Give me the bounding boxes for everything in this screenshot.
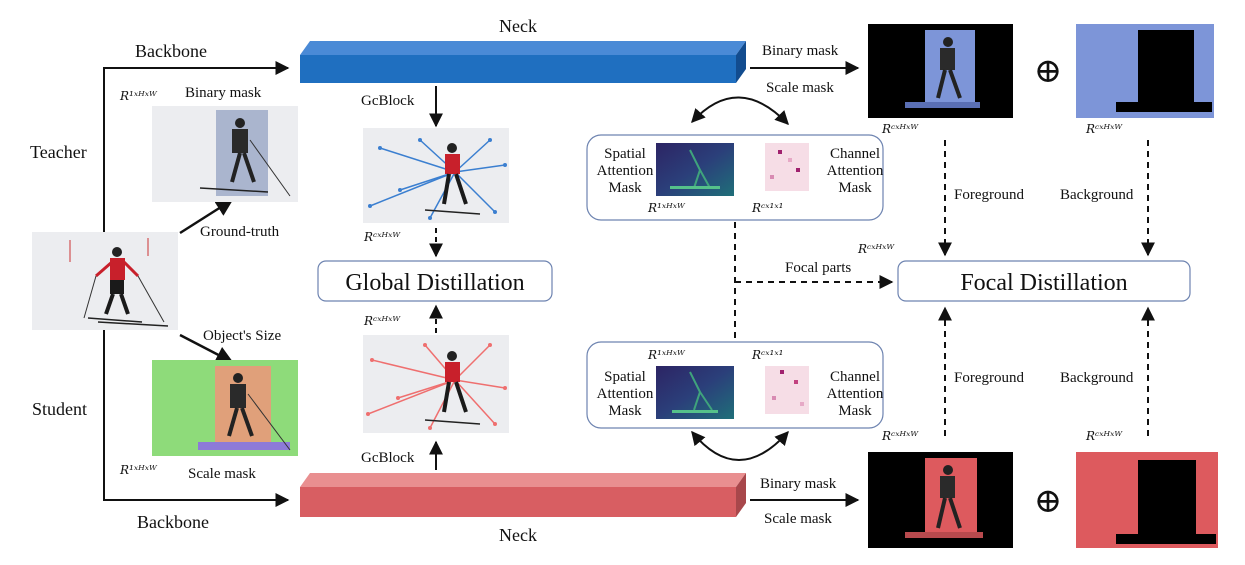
left-flow-lines [103,61,290,507]
backbone-bottom-label: Backbone [137,512,209,532]
channel-label-top-3: Mask [838,180,872,196]
binary-mask-label: Binary mask [185,85,262,101]
background-bottom-label: Background [1060,370,1134,386]
circled-plus-icon-bottom: ⊕ [1034,483,1063,520]
r-1hw-binary-math: R¹ˣᴴˣᵂ [119,89,158,103]
scale-mask-top-right-label: Scale mask [766,80,834,96]
r-chw-focal-math: Rᶜˣᴴˣᵂ [857,242,895,256]
teacher-label: Teacher [30,142,87,162]
background-top-label: Background [1060,187,1134,203]
channel-attention-map-top [765,143,809,191]
teacher-backbone-arrow [103,61,290,232]
r-c11-att-top-math: Rᶜˣ¹ˣ¹ [751,201,783,215]
r-chw-fg-top-math: Rᶜˣᴴˣᵂ [881,122,919,136]
binary-mask-bottom-right-label: Binary mask [760,476,837,492]
spatial-attention-map-bottom [656,366,734,419]
scale-mask-image [152,360,298,456]
spatial-label-bottom-1: Spatial [604,369,646,385]
backbone-top-label: Backbone [135,41,207,61]
teacher-neck-bar [300,41,746,83]
r-chw-gc-bottom-math: Rᶜˣᴴˣᵂ [363,314,401,328]
focal-distillation-title: Focal Distillation [960,270,1127,296]
gcblock-student-image [363,335,509,433]
r-chw-bg-top-math: Rᶜˣᴴˣᵂ [1085,122,1123,136]
spatial-attention-map-top [656,143,734,196]
r-chw-fg-bottom-math: Rᶜˣᴴˣᵂ [881,429,919,443]
binary-mask-top-right-label: Binary mask [762,43,839,59]
channel-label-top-2: Attention [827,163,884,179]
input-image [32,232,178,330]
spatial-label-bottom-2: Attention [597,386,654,402]
spatial-label-top-2: Attention [597,163,654,179]
neck-top-label: Neck [499,16,537,36]
channel-attention-map-bottom [765,366,809,414]
r-chw-bg-bottom-math: Rᶜˣᴴˣᵂ [1085,429,1123,443]
gcblock-teacher-image [363,128,509,223]
spatial-label-top-3: Mask [608,180,642,196]
ground-truth-arrow [179,198,234,235]
student-neck-bar [300,473,746,517]
focal-parts-label: Focal parts [785,260,851,276]
foreground-bottom-label: Foreground [954,370,1024,386]
focal-distillation-box [897,260,1191,302]
gcblock-bottom-label: GcBlock [361,450,415,466]
r-1hw-scale-math: R¹ˣᴴˣᵂ [119,463,158,477]
binary-mask-image [152,106,298,202]
teacher-background-mask-image [1076,24,1214,118]
curved-arrow-icon-top [691,96,789,126]
channel-label-bottom-1: Channel [830,369,880,385]
spatial-label-bottom-3: Mask [608,403,642,419]
channel-label-bottom-3: Mask [838,403,872,419]
global-distillation-box [317,260,553,302]
r-chw-gc-top-math: Rᶜˣᴴˣᵂ [363,230,401,244]
circled-plus-icon-top: ⊕ [1034,53,1063,90]
student-foreground-mask-image [868,452,1013,548]
scale-mask-label: Scale mask [188,466,256,482]
gcblock-top-label: GcBlock [361,93,415,109]
scale-mask-bottom-right-label: Scale mask [764,511,832,527]
r-1hw-att-top-math: R¹ˣᴴˣᵂ [647,201,686,215]
student-backbone-arrow [103,330,290,507]
r-c11-att-bottom-math: Rᶜˣ¹ˣ¹ [751,348,783,362]
global-distillation-title: Global Distillation [345,270,524,296]
r-1hw-att-bottom-math: R¹ˣᴴˣᵂ [647,348,686,362]
teacher-foreground-mask-image [868,24,1013,118]
curved-arrow-icon-bottom [691,430,789,461]
spatial-label-top-1: Spatial [604,146,646,162]
foreground-top-label: Foreground [954,187,1024,203]
objects-size-label: Object's Size [203,328,281,344]
channel-label-bottom-2: Attention [827,386,884,402]
channel-label-top-1: Channel [830,146,880,162]
neck-bottom-label: Neck [499,525,537,545]
student-label: Student [32,399,87,419]
student-background-mask-image [1076,452,1218,548]
objects-size-arrow [179,333,234,364]
ground-truth-label: Ground-truth [200,224,280,240]
